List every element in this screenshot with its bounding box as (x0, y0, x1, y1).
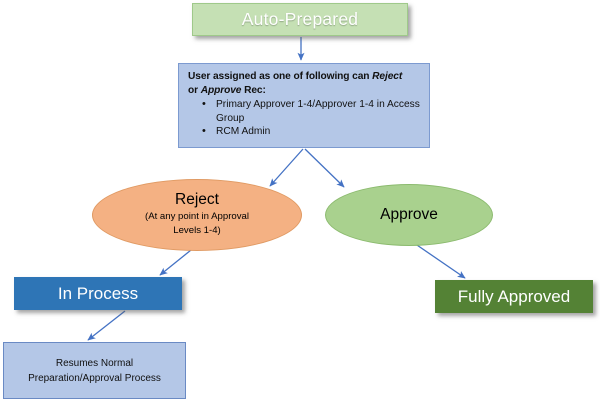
node-reject-sub-line1: (At any point in Approval (145, 210, 249, 222)
criteria-list: • Primary Approver 1-4/Approver 1-4 in A… (188, 98, 435, 138)
criteria-heading-part1: User assigned as one of following can (188, 71, 373, 82)
criteria-heading-emphasis-reject: Reject (372, 71, 403, 82)
node-auto-prepared[interactable]: Auto-Prepared (192, 3, 408, 36)
node-fully-approved-label: Fully Approved (457, 286, 571, 306)
node-fully-approved[interactable]: Fully Approved (435, 280, 593, 313)
criteria-heading-emphasis-approve: Approve (200, 84, 242, 96)
node-in-process[interactable]: In Process (14, 277, 182, 310)
node-resumes-normal-process[interactable]: Resumes Normal Preparation/Approval Proc… (3, 342, 186, 399)
criteria-heading-part2: or (188, 84, 201, 96)
node-reject-sub-line2: Levels 1-4) (173, 225, 221, 237)
criteria-list-item-label: Primary Approver 1-4/Approver 1-4 in Acc… (216, 99, 420, 124)
criteria-list-item: • RCM Admin (202, 125, 435, 138)
node-resumes-line1: Resumes Normal (55, 357, 134, 369)
node-reject[interactable]: Reject (At any point in Approval Levels … (92, 179, 302, 251)
criteria-heading-part3: Rec: (241, 84, 266, 96)
node-approve-label: Approve (380, 206, 438, 223)
connector-approve-to-fully-approved (413, 242, 466, 279)
criteria-heading: User assigned as one of following can Re… (188, 70, 402, 97)
node-auto-prepared-label: Auto-Prepared (241, 9, 359, 29)
node-approve[interactable]: Approve (325, 184, 493, 246)
node-approval-criteria[interactable]: User assigned as one of following can Re… (178, 63, 430, 148)
node-reject-label: Reject (175, 191, 219, 209)
criteria-list-item: • Primary Approver 1-4/Approver 1-4 in A… (202, 98, 435, 125)
connector-criteria-to-reject (269, 148, 304, 187)
node-in-process-label: In Process (57, 283, 139, 303)
bullet-icon: • (202, 125, 206, 138)
bullet-icon: • (202, 98, 206, 111)
criteria-list-item-label: RCM Admin (216, 126, 271, 138)
connector-criteria-to-approve (304, 148, 345, 188)
node-resumes-line2: Preparation/Approval Process (28, 372, 161, 384)
connector-in-process-to-resumes (87, 310, 126, 341)
